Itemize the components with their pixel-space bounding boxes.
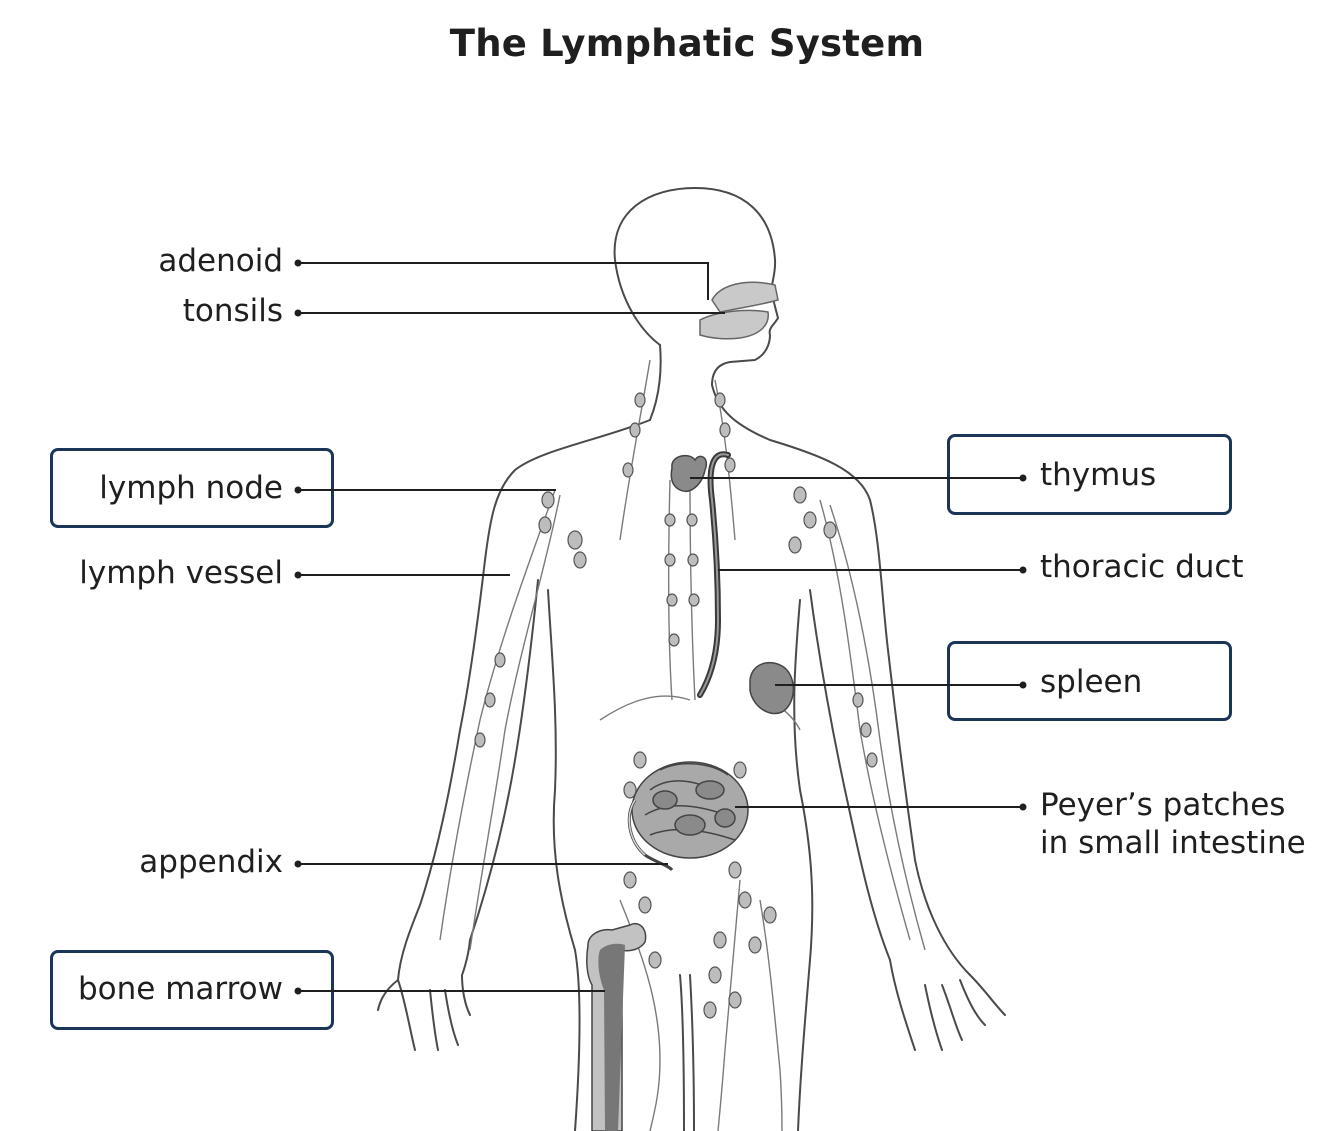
label-bone-marrow: bone marrow bbox=[78, 971, 283, 1007]
leader-dots bbox=[294, 259, 1027, 995]
thymus-organ bbox=[670, 454, 707, 492]
adenoid-tonsil-region bbox=[699, 281, 779, 340]
body-outline bbox=[377, 187, 1006, 1131]
label-tonsils: tonsils bbox=[182, 293, 283, 329]
spleen-highlight-box bbox=[947, 641, 1232, 721]
label-appendix: appendix bbox=[139, 844, 283, 880]
lymph-node-highlight-box bbox=[50, 448, 334, 528]
label-lymph-node: lymph node bbox=[99, 470, 283, 506]
femur-bone-marrow bbox=[586, 923, 647, 1131]
label-lymph-vessel: lymph vessel bbox=[79, 555, 283, 591]
label-thymus: thymus bbox=[1040, 457, 1157, 493]
label-spleen: spleen bbox=[1040, 664, 1143, 700]
thymus-highlight-box bbox=[947, 434, 1232, 515]
label-peyers-patches-line1: Peyer’s patches bbox=[1040, 787, 1286, 823]
small-intestine bbox=[631, 761, 749, 859]
leader-lines bbox=[298, 262, 1023, 992]
label-thoracic-duct: thoracic duct bbox=[1040, 549, 1244, 585]
diagram-title: The Lymphatic System bbox=[449, 22, 925, 65]
spleen-organ bbox=[749, 661, 794, 715]
label-adenoid: adenoid bbox=[158, 243, 283, 279]
label-peyers-patches-line2: in small intestine bbox=[1040, 825, 1306, 861]
